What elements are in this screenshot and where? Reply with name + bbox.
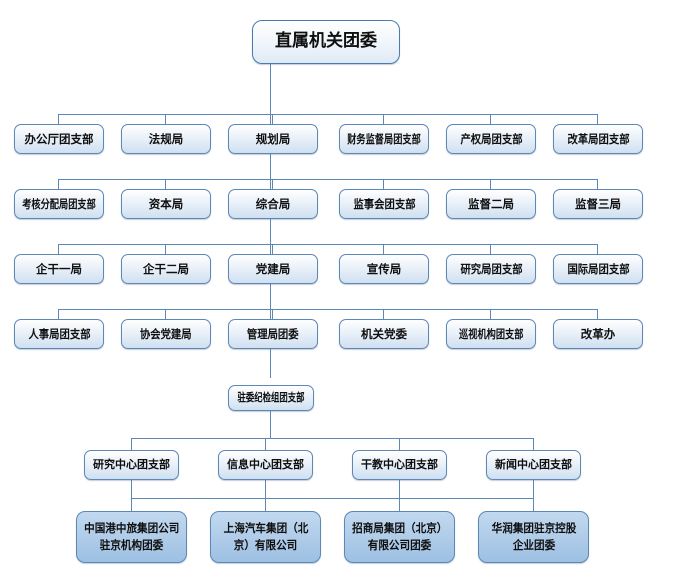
- node-label: 监督三局: [575, 196, 621, 211]
- node-label: 改革办: [580, 326, 616, 341]
- node-news-center-branch[interactable]: 新闻中心团支部: [486, 450, 581, 480]
- node-label: 宣传局: [366, 261, 402, 276]
- node-label: 办公厅团支部: [24, 131, 94, 146]
- node-cts-group-beijing-committee[interactable]: 中国港中旅集团公司 驻京机构团委: [76, 511, 187, 563]
- node-supervision-bureau-two[interactable]: 监督二局: [446, 189, 536, 219]
- node-label-line1: 华润集团驻京控股: [491, 521, 576, 536]
- node-label: 研究中心团支部: [93, 457, 170, 471]
- node-label: 巡视机构团支部: [458, 326, 524, 341]
- node-crc-beijing-holdings-committee[interactable]: 华润集团驻京控股 企业团委: [478, 511, 589, 563]
- node-label: 信息中心团支部: [227, 457, 304, 471]
- node-label: 考核分配局团支部: [22, 196, 96, 211]
- node-label: 国际局团支部: [566, 261, 630, 276]
- node-label: 综合局: [255, 196, 291, 211]
- node-publicity-bureau[interactable]: 宣传局: [339, 254, 429, 284]
- node-supervision-bureau-three[interactable]: 监督三局: [553, 189, 643, 219]
- node-label: 机关党委: [361, 326, 407, 341]
- node-label: 改革局团支部: [566, 131, 630, 146]
- node-label: 直属机关团委: [275, 31, 377, 52]
- node-label: 新闻中心团支部: [495, 457, 572, 471]
- node-property-rights-bureau-branch[interactable]: 产权局团支部: [446, 124, 536, 154]
- node-cadre-education-center-branch[interactable]: 干教中心团支部: [352, 450, 447, 480]
- node-international-bureau-branch[interactable]: 国际局团支部: [553, 254, 643, 284]
- node-association-party-building-bureau[interactable]: 协会党建局: [121, 319, 211, 349]
- node-information-center-branch[interactable]: 信息中心团支部: [218, 450, 313, 480]
- node-office-general-branch[interactable]: 办公厅团支部: [14, 124, 104, 154]
- node-reform-office[interactable]: 改革办: [553, 319, 643, 349]
- node-discipline-inspection-group-branch[interactable]: 驻委纪检组团支部: [228, 385, 314, 411]
- node-label: 协会党建局: [140, 326, 192, 341]
- node-capital-bureau[interactable]: 资本局: [121, 189, 211, 219]
- node-root[interactable]: 直属机关团委: [252, 20, 400, 64]
- node-cmg-beijing-committee[interactable]: 招商局集团（北京） 有限公司团委: [344, 511, 455, 563]
- node-label: 企干一局: [36, 261, 82, 276]
- node-label-line1: 中国港中旅集团公司: [83, 521, 180, 536]
- node-assessment-allocation-bureau-branch[interactable]: 考核分配局团支部: [14, 189, 104, 219]
- node-comprehensive-bureau[interactable]: 综合局: [228, 189, 318, 219]
- node-inspection-body-branch[interactable]: 巡视机构团支部: [446, 319, 536, 349]
- node-label: 规划局: [255, 131, 291, 146]
- node-organ-party-committee[interactable]: 机关党委: [339, 319, 429, 349]
- node-label: 干教中心团支部: [361, 457, 438, 471]
- node-label: 管理局团委: [247, 326, 299, 341]
- node-label-line2: 驻京机构团委: [99, 538, 164, 552]
- node-label: 产权局团支部: [459, 131, 523, 146]
- node-label-line2: 京）有限公司: [233, 538, 298, 552]
- node-label-line1: 上海汽车集团（北: [223, 521, 308, 536]
- node-label-line2: 有限公司团委: [367, 538, 432, 552]
- node-label: 党建局: [255, 261, 291, 276]
- node-finance-supervision-bureau-branch[interactable]: 财务监督局团支部: [339, 124, 429, 154]
- node-label: 法规局: [148, 131, 184, 146]
- node-label: 驻委纪检组团支部: [237, 390, 305, 404]
- node-enterprise-cadre-bureau-one[interactable]: 企干一局: [14, 254, 104, 284]
- node-enterprise-cadre-bureau-two[interactable]: 企干二局: [121, 254, 211, 284]
- node-party-building-bureau[interactable]: 党建局: [228, 254, 318, 284]
- node-saic-beijing-co[interactable]: 上海汽车集团（北 京）有限公司: [210, 511, 321, 563]
- node-label: 企干二局: [143, 261, 189, 276]
- node-research-center-branch[interactable]: 研究中心团支部: [84, 450, 179, 480]
- node-regulations-bureau[interactable]: 法规局: [121, 124, 211, 154]
- node-label: 研究局团支部: [459, 261, 523, 276]
- node-research-bureau-branch[interactable]: 研究局团支部: [446, 254, 536, 284]
- node-label-line2: 企业团委: [512, 538, 555, 552]
- node-personnel-bureau-branch[interactable]: 人事局团支部: [14, 319, 104, 349]
- node-board-of-supervisors-branch[interactable]: 监事会团支部: [339, 189, 429, 219]
- node-label: 监事会团支部: [352, 196, 416, 211]
- node-label-line1: 招商局集团（北京）: [351, 521, 448, 536]
- node-label: 资本局: [148, 196, 184, 211]
- node-reform-bureau-branch[interactable]: 改革局团支部: [553, 124, 643, 154]
- node-label: 财务监督局团支部: [347, 131, 421, 146]
- node-label: 人事局团支部: [27, 326, 91, 341]
- node-administration-bureau-committee[interactable]: 管理局团委: [228, 319, 318, 349]
- node-planning-bureau[interactable]: 规划局: [228, 124, 318, 154]
- node-label: 监督二局: [468, 196, 514, 211]
